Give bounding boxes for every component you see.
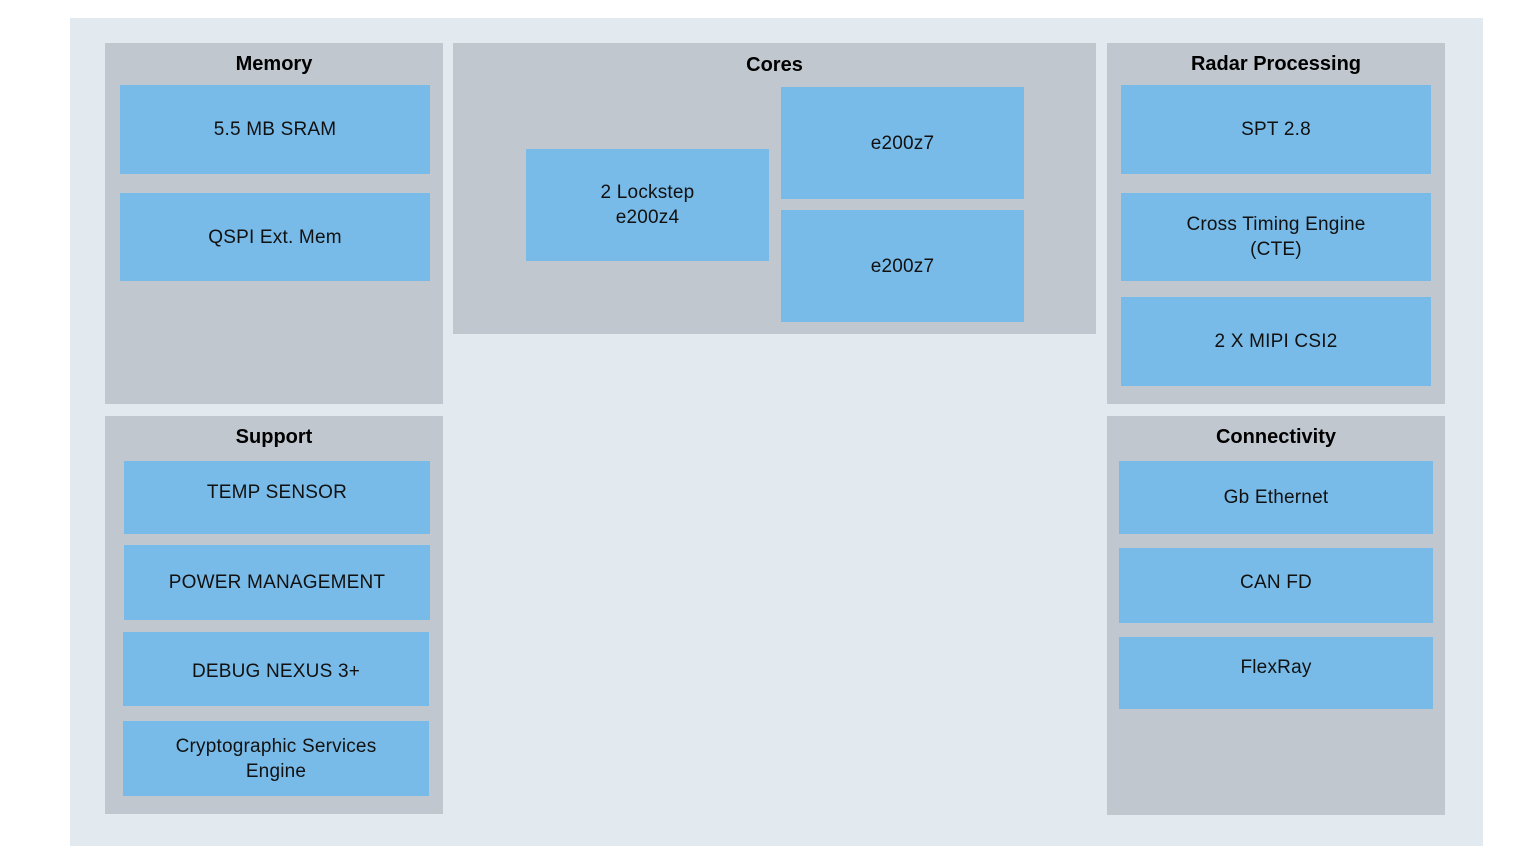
sram-block: 5.5 MB SRAM xyxy=(120,85,430,174)
temp-sensor-block: TEMP SENSOR xyxy=(124,461,430,534)
radar-processing-title: Radar Processing xyxy=(1190,53,1362,75)
sram-label: 5.5 MB SRAM xyxy=(213,119,337,140)
mipi-block: 2 X MIPI CSI2 xyxy=(1121,297,1431,386)
power-management-block: POWER MANAGEMENT xyxy=(124,545,430,620)
crypto-engine-block: Cryptographic Services Engine xyxy=(123,721,429,796)
core-e200z7-a-block: e200z7 xyxy=(781,87,1024,199)
qspi-label: QSPI Ext. Mem xyxy=(208,226,342,248)
core-e200z7-b-block: e200z7 xyxy=(781,210,1024,322)
memory-panel: Memory 5.5 MB SRAM QSPI Ext. Mem xyxy=(105,43,443,404)
cte-label-line1: Cross Timing Engine xyxy=(1186,214,1366,235)
connectivity-panel: Connectivity Gb Ethernet CAN FD FlexRay xyxy=(1107,416,1445,815)
radar-processing-panel: Radar Processing SPT 2.8 Cross Timing En… xyxy=(1107,43,1445,404)
spt-label: SPT 2.8 xyxy=(1241,119,1311,140)
cte-block: Cross Timing Engine (CTE) xyxy=(1121,193,1431,281)
crypto-engine-label-line2: Engine xyxy=(245,760,307,782)
gb-ethernet-label: Gb Ethernet xyxy=(1223,487,1329,508)
cores-title: Cores xyxy=(746,54,803,76)
flexray-block: FlexRay xyxy=(1119,637,1433,709)
connectivity-title: Connectivity xyxy=(1215,426,1337,448)
lockstep-label-line2: e200z4 xyxy=(615,207,680,228)
memory-title: Memory xyxy=(235,53,313,75)
temp-sensor-label: TEMP SENSOR xyxy=(206,482,348,503)
lockstep-core-block: 2 Lockstep e200z4 xyxy=(526,149,769,261)
crypto-engine-label-line1: Cryptographic Services xyxy=(175,735,377,757)
support-panel: Support TEMP SENSOR POWER MANAGEMENT DEB… xyxy=(105,416,443,814)
can-fd-block: CAN FD xyxy=(1119,548,1433,623)
core-e200z7-b-label: e200z7 xyxy=(870,255,935,277)
debug-nexus-label: DEBUG NEXUS 3+ xyxy=(191,660,361,682)
cores-panel: Cores 2 Lockstep e200z4 e200z7 e200z7 xyxy=(453,43,1096,334)
qspi-block: QSPI Ext. Mem xyxy=(120,193,430,281)
lockstep-label-line1: 2 Lockstep xyxy=(600,182,695,203)
support-title: Support xyxy=(235,426,313,448)
debug-nexus-block: DEBUG NEXUS 3+ xyxy=(123,632,429,706)
spt-block: SPT 2.8 xyxy=(1121,85,1431,174)
flexray-label: FlexRay xyxy=(1240,656,1312,678)
can-fd-label: CAN FD xyxy=(1240,572,1312,593)
cte-label-line2: (CTE) xyxy=(1250,239,1302,260)
power-management-label: POWER MANAGEMENT xyxy=(168,572,386,593)
mipi-label: 2 X MIPI CSI2 xyxy=(1214,331,1338,352)
gb-ethernet-block: Gb Ethernet xyxy=(1119,461,1433,534)
core-e200z7-a-label: e200z7 xyxy=(870,132,935,154)
